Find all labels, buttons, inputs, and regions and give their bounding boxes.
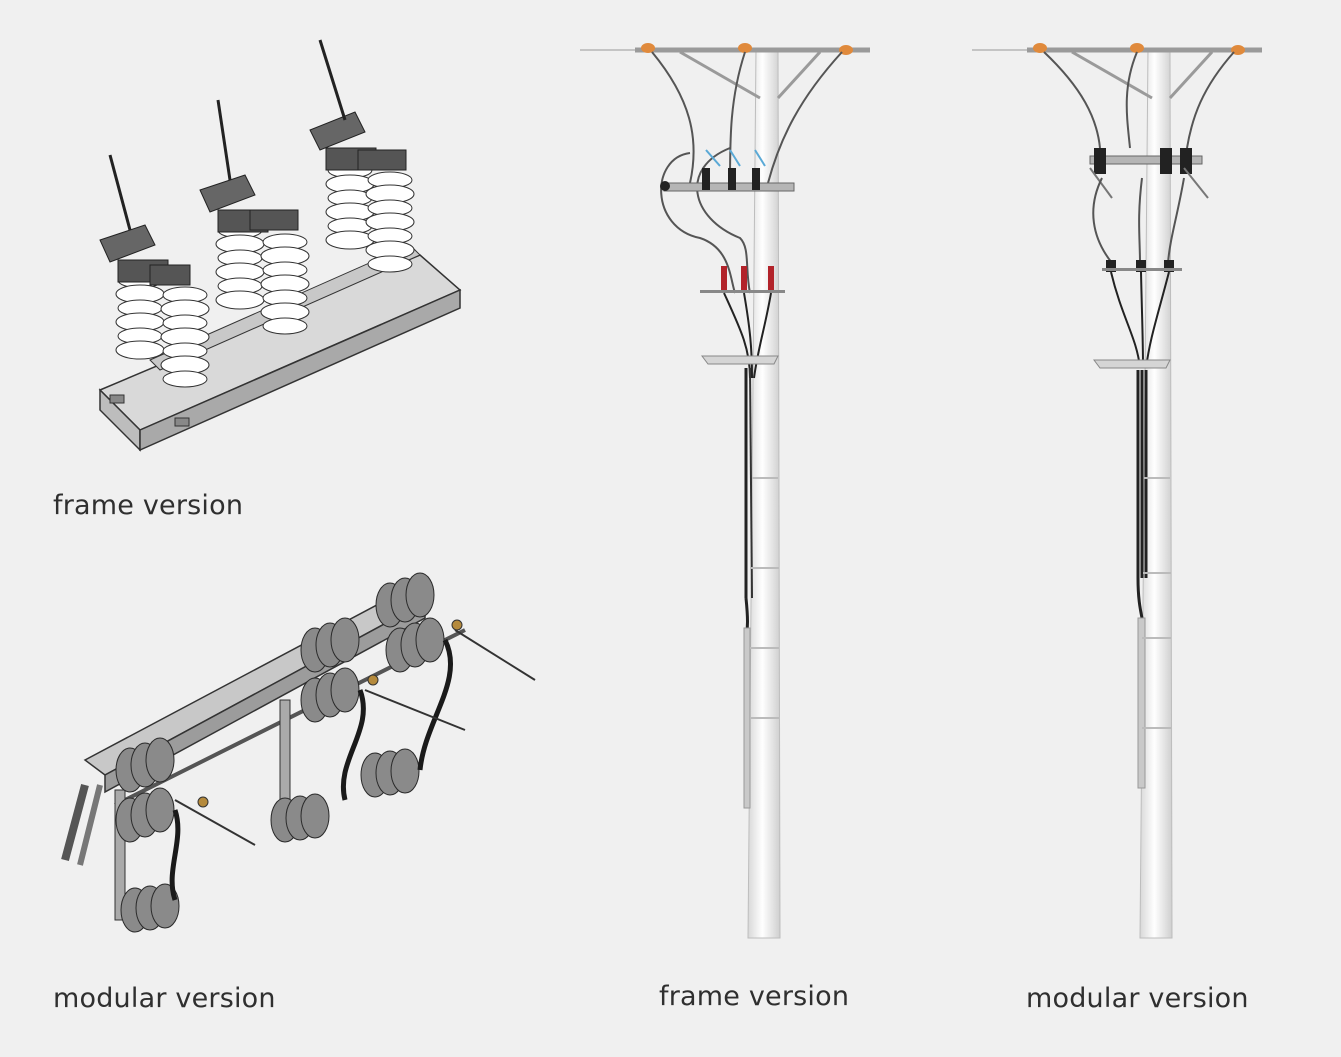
frame-pole-caption: frame version: [659, 981, 850, 1012]
frame-pole-illustration: [580, 38, 880, 948]
modular-switch-illustration: [45, 570, 545, 960]
frame-pole-switch: [660, 149, 795, 192]
frame-switch-illustration: [90, 30, 480, 470]
insulator-pole-1: [99, 154, 210, 388]
modular-pole-surge-arresters: [1106, 260, 1174, 272]
modular-pole-switch: [1089, 148, 1209, 199]
modular-insulator-group-2: [270, 617, 360, 843]
modular-pole-caption: modular version: [1026, 983, 1249, 1014]
modular-pole-drawing: [972, 43, 1262, 939]
modular-insulator-group-3: [360, 572, 445, 798]
frame-pole-crossarm-insulators: [641, 43, 853, 55]
frame-pole-drawing: [580, 43, 870, 939]
frame-switch-caption: frame version: [53, 490, 244, 521]
modular-switch-drawing: [61, 572, 536, 933]
modular-pole-illustration: [972, 38, 1272, 948]
modular-insulator-group-1: [115, 737, 180, 933]
frame-switch-drawing: [98, 39, 462, 452]
insulator-pole-3: [309, 39, 415, 273]
modular-switch-caption: modular version: [53, 983, 276, 1014]
frame-pole-surge-arresters: [721, 266, 774, 292]
insulator-pole-2: [199, 99, 310, 335]
